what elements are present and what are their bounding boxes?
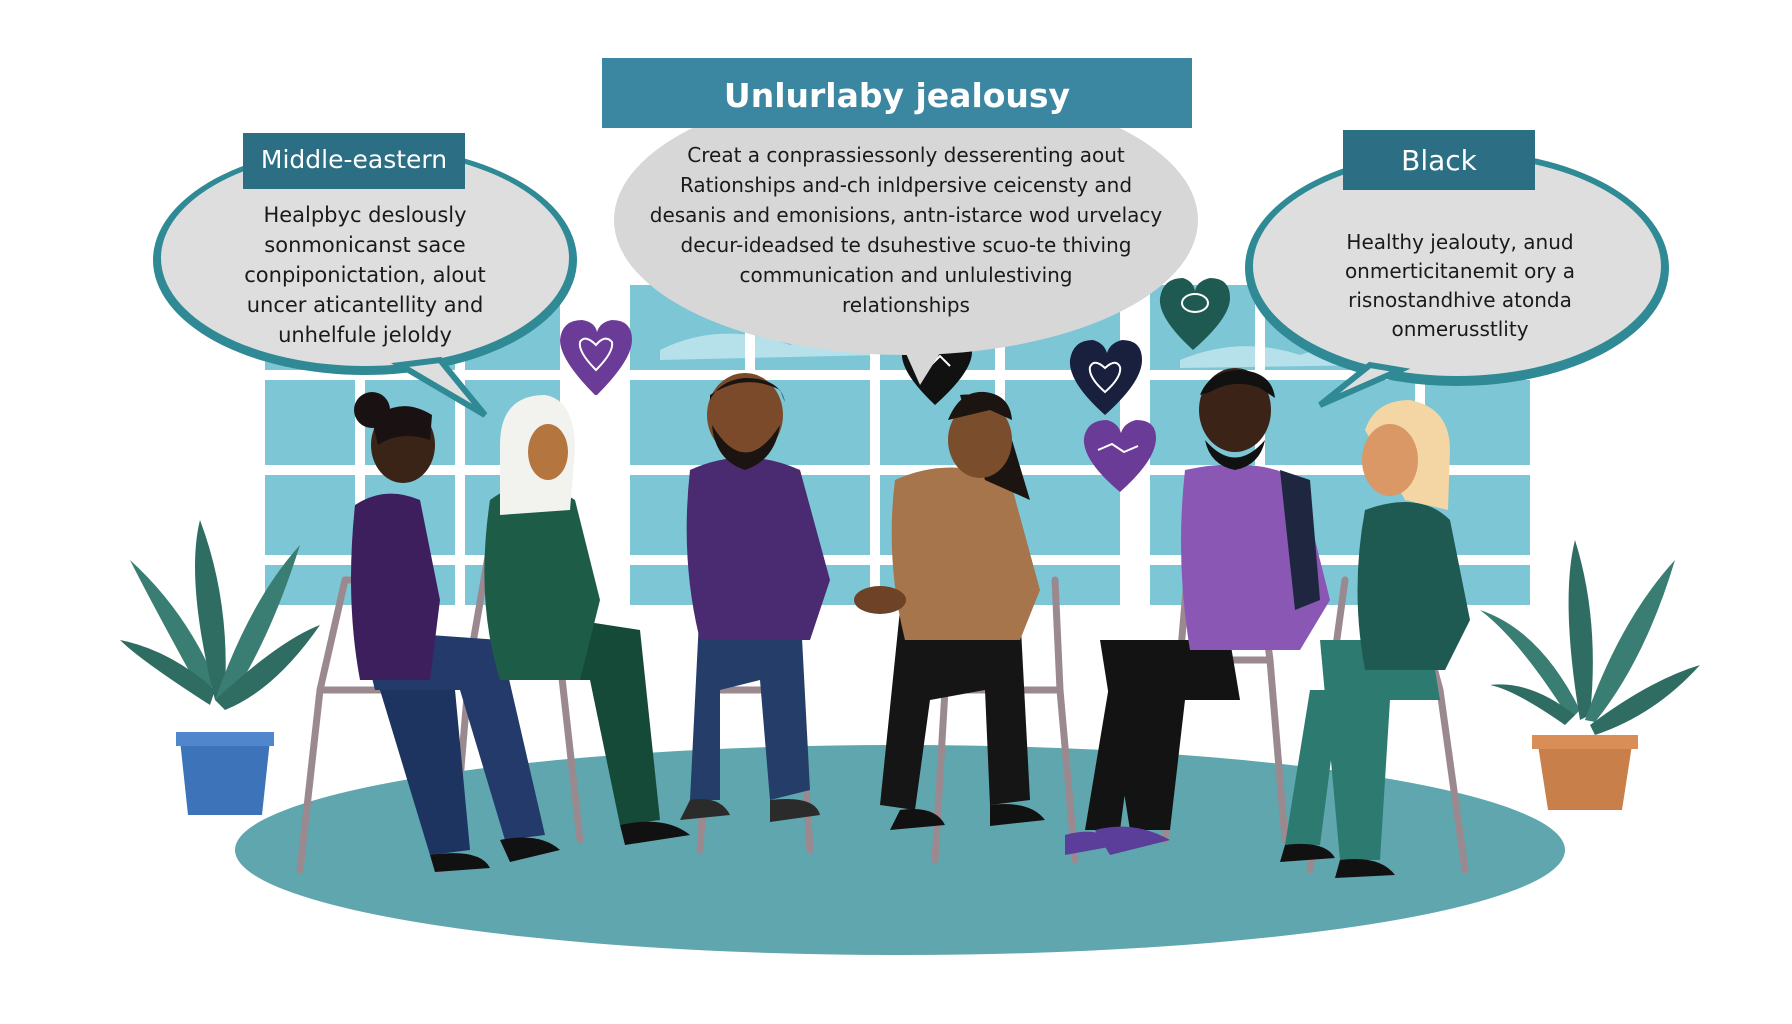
person-woman-brown-sweater (880, 391, 1045, 830)
title-banner (602, 58, 1192, 128)
heart-icon-green-right (1159, 278, 1230, 350)
plant-left (120, 520, 320, 815)
left-panel-line: sonmonicanst sace (264, 233, 466, 257)
center-panel-text: Creat a conprassiessonly desserenting ao… (632, 140, 1180, 320)
left-panel-label: Middle-eastern (260, 145, 448, 174)
center-panel-line: Rationships and-ch inldpersive ceicensty… (679, 173, 1133, 197)
page-title: Unlurlaby jealousy (723, 76, 1071, 115)
left-panel-line: uncer aticantellity and (246, 293, 484, 317)
right-panel-line: Healthy jealouty, anud (1346, 230, 1574, 254)
speech-bubble-left (153, 145, 577, 418)
left-panel-line: conpiponictation, alout (244, 263, 486, 287)
left-label-banner (243, 133, 465, 189)
center-panel-line: Creat a conprassiessonly desserenting ao… (687, 143, 1125, 167)
person-hijab-woman (484, 395, 690, 845)
person-man-lavender-shirt (1065, 368, 1330, 855)
right-panel-line: onmerusstlity (1391, 317, 1529, 341)
heart-icon-purple-handshake (1083, 420, 1156, 492)
right-panel-label: Black (1401, 144, 1477, 177)
handshake (854, 586, 906, 614)
person-left-woman (351, 392, 560, 872)
floor-rug (235, 745, 1565, 955)
left-panel-line: unhelfule jeloldy (278, 323, 452, 347)
heart-icon-purple-left (560, 320, 632, 395)
right-panel-text: Healthy jealouty, anud onmerticitanemit … (1310, 228, 1610, 344)
right-label-banner (1343, 130, 1535, 190)
person-blonde-woman (1280, 400, 1470, 878)
center-panel-line: communication and unlulestiving (739, 263, 1073, 287)
left-panel-text: Healpbyc deslously sonmonicanst sace con… (210, 200, 520, 350)
right-panel-line: onmerticitanemit ory a (1344, 259, 1576, 283)
speech-bubble-right (1245, 150, 1669, 408)
speech-bubble-center (614, 85, 1198, 385)
right-panel-line: risnostandhive atonda (1348, 288, 1572, 312)
center-panel-line: decur-ideadsed te dsuhestive scuo-te thi… (680, 233, 1132, 257)
center-panel-line: relationships (842, 293, 970, 317)
person-bearded-man (680, 373, 830, 822)
left-panel-line: Healpbyc deslously (263, 203, 467, 227)
heart-icon-navy (1069, 340, 1142, 415)
center-panel-line: desanis and emonisions, antn-istarce wod… (649, 203, 1163, 227)
plant-right (1480, 540, 1700, 810)
